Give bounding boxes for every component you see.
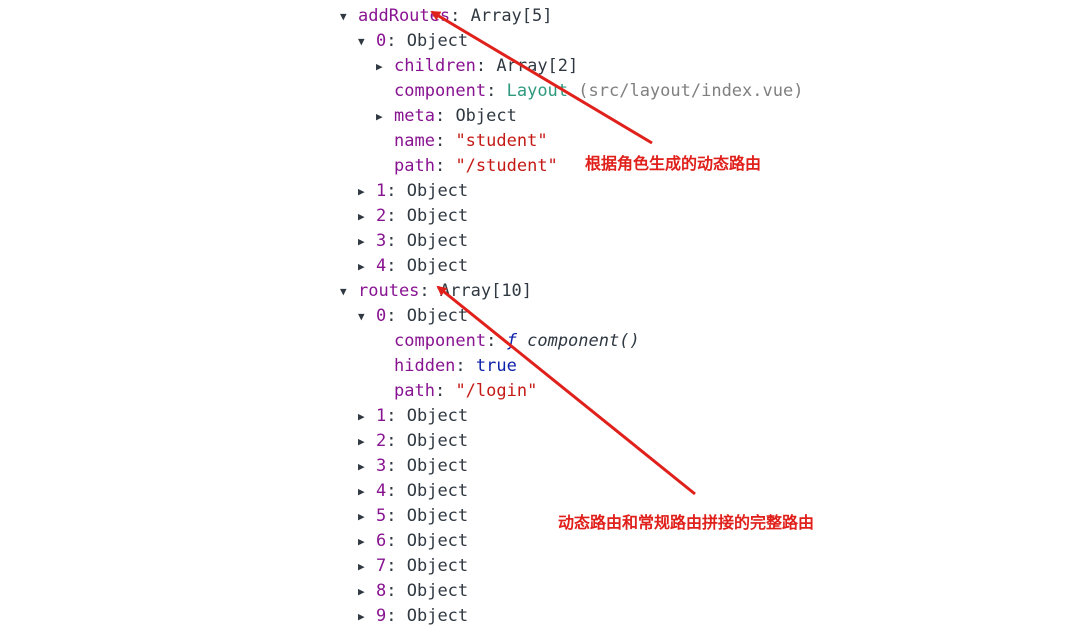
property-value: Object [406, 506, 469, 526]
array-index: 4 [376, 481, 387, 501]
function-keyword: ƒ [506, 331, 517, 351]
triangle-down-icon[interactable]: ▼ [358, 35, 365, 48]
tree-node-path: ▶path: "/student" [394, 156, 558, 176]
function-signature[interactable]: component() [527, 331, 640, 351]
property-value: Object [406, 406, 469, 426]
property-value: Array[5] [470, 6, 553, 26]
property-value: Object [406, 181, 469, 201]
property-key: path [394, 156, 435, 176]
property-value: Object [406, 581, 469, 601]
array-index: 2 [376, 431, 387, 451]
triangle-right-icon[interactable]: ▶ [358, 410, 365, 423]
array-index: 3 [376, 231, 387, 251]
array-index: 7 [376, 556, 387, 576]
triangle-right-icon[interactable]: ▶ [358, 435, 365, 448]
tree-node-hidden: ▶hidden: true [394, 356, 517, 376]
tree-node-add-routes-4[interactable]: ▶4: Object [358, 254, 468, 279]
array-index: 9 [376, 606, 387, 626]
triangle-down-icon[interactable]: ▼ [340, 10, 347, 23]
property-key: addRoutes [358, 6, 451, 26]
array-index: 4 [376, 256, 387, 276]
tree-node-routes-1[interactable]: ▶1: Object [358, 404, 468, 429]
property-value: Object [406, 481, 469, 501]
property-value: true [475, 356, 517, 376]
triangle-right-icon[interactable]: ▶ [376, 110, 383, 123]
tree-node-children[interactable]: ▶children: Array[2] [376, 54, 578, 79]
tree-node-meta[interactable]: ▶meta: Object [376, 104, 517, 129]
property-key: component [394, 81, 487, 101]
triangle-right-icon[interactable]: ▶ [358, 485, 365, 498]
tree-node-add-routes-2[interactable]: ▶2: Object [358, 204, 468, 229]
property-value: Object [406, 456, 469, 476]
annotation-dynamic-routes: 根据角色生成的动态路由 [585, 154, 762, 173]
tree-node-routes-5[interactable]: ▶5: Object [358, 504, 468, 529]
triangle-right-icon[interactable]: ▶ [358, 235, 365, 248]
tree-node-routes-3[interactable]: ▶3: Object [358, 454, 468, 479]
property-value: Object [406, 431, 469, 451]
property-value: Object [406, 606, 469, 626]
triangle-down-icon[interactable]: ▼ [358, 310, 365, 323]
tree-node-routes-0[interactable]: ▼0: Object [358, 304, 468, 329]
property-key: path [394, 381, 435, 401]
triangle-right-icon[interactable]: ▶ [358, 460, 365, 473]
tree-node-routes-8[interactable]: ▶8: Object [358, 579, 468, 604]
tree-node-routes-2[interactable]: ▶2: Object [358, 429, 468, 454]
property-value: Object [406, 206, 469, 226]
triangle-right-icon[interactable]: ▶ [358, 510, 365, 523]
triangle-right-icon[interactable]: ▶ [358, 535, 365, 548]
triangle-right-icon[interactable]: ▶ [358, 610, 365, 623]
tree-node-routes-4[interactable]: ▶4: Object [358, 479, 468, 504]
property-key: hidden [394, 356, 456, 376]
property-value: Object [406, 256, 469, 276]
tree-node-add-routes-1[interactable]: ▶1: Object [358, 179, 468, 204]
triangle-right-icon[interactable]: ▶ [358, 260, 365, 273]
property-value: Object [406, 531, 469, 551]
property-value: "/login" [455, 381, 538, 401]
annotation-full-routes: 动态路由和常规路由拼接的完整路由 [558, 513, 815, 532]
triangle-right-icon[interactable]: ▶ [358, 185, 365, 198]
array-index: 3 [376, 456, 387, 476]
property-value: Object [455, 106, 517, 126]
tree-node-name: ▶name: "student" [394, 131, 548, 151]
tree-node-add-routes-3[interactable]: ▶3: Object [358, 229, 468, 254]
property-value: Array[10] [439, 281, 533, 301]
triangle-right-icon[interactable]: ▶ [358, 560, 365, 573]
array-index: 0 [376, 31, 387, 51]
tree-node-routes-component: ▶component: ƒ component() [394, 331, 640, 351]
array-index: 5 [376, 506, 387, 526]
source-path: (src/layout/index.vue) [578, 81, 804, 101]
tree-node-routes-path: ▶path: "/login" [394, 381, 538, 401]
property-value: Object [406, 231, 469, 251]
triangle-right-icon[interactable]: ▶ [358, 210, 365, 223]
tree-node-routes-7[interactable]: ▶7: Object [358, 554, 468, 579]
triangle-down-icon[interactable]: ▼ [340, 285, 347, 298]
array-index: 2 [376, 206, 387, 226]
tree-node-add-routes-0[interactable]: ▼0: Object [358, 29, 468, 54]
property-value: "/student" [455, 156, 558, 176]
tree-node-routes-6[interactable]: ▶6: Object [358, 529, 468, 554]
property-value: "student" [455, 131, 548, 151]
property-key: meta [394, 106, 435, 126]
property-key: routes [358, 281, 420, 301]
array-index: 1 [376, 181, 387, 201]
tree-node-routes-9[interactable]: ▶9: Object [358, 604, 468, 629]
triangle-right-icon[interactable]: ▶ [376, 60, 383, 73]
property-key: component [394, 331, 487, 351]
property-key: name [394, 131, 435, 151]
array-index: 0 [376, 306, 387, 326]
tree-node-add-routes[interactable]: ▼addRoutes: Array[5] [340, 4, 553, 29]
array-index: 1 [376, 406, 387, 426]
property-value: Object [406, 306, 469, 326]
array-index: 6 [376, 531, 387, 551]
triangle-right-icon[interactable]: ▶ [358, 585, 365, 598]
property-value: Array[2] [496, 56, 579, 76]
tree-node-component: ▶component: Layout (src/layout/index.vue… [394, 81, 804, 101]
property-key: children [394, 56, 476, 76]
array-index: 8 [376, 581, 387, 601]
property-value: Object [406, 556, 469, 576]
tree-node-routes[interactable]: ▼routes: Array[10] [340, 279, 532, 304]
component-link[interactable]: Layout [506, 81, 569, 101]
property-value: Object [406, 31, 469, 51]
